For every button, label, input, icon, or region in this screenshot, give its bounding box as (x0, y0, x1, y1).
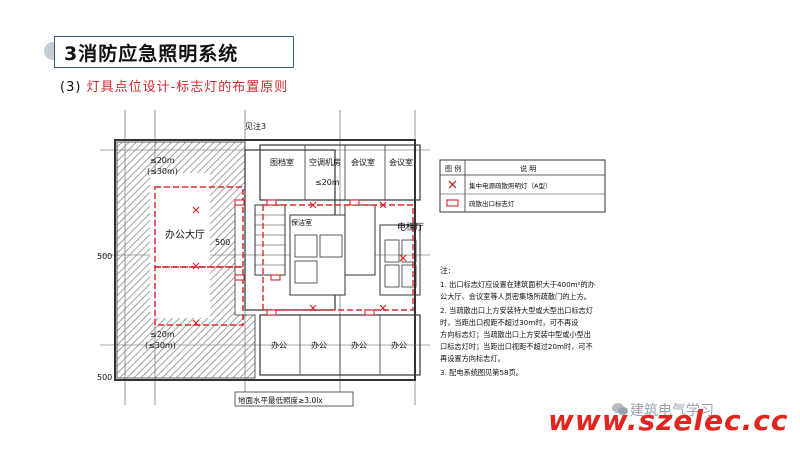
note-line-0: 1. 出口标志灯应设置在建筑面积大于400m²的办 (440, 280, 595, 289)
office-label-2: 办公 (351, 340, 367, 350)
office-label-1: 办公 (311, 340, 327, 350)
note-line-3: 时，当距出口视距不超过30m时，可不再设 (440, 318, 578, 327)
room-label-1: 空调机房 (309, 157, 341, 167)
evac-zone-upper (154, 186, 244, 268)
section-subtitle: (3) 灯具点位设计-标志灯的布置原则 (60, 76, 288, 95)
room-label-3: 会议室 (389, 157, 413, 167)
legend-item-1: 疏散出口标志灯 (469, 199, 515, 208)
outer-wall (114, 139, 416, 381)
dim-20-top: ≤20m (150, 156, 175, 165)
room-label-0: 图档室 (270, 157, 294, 167)
legend-col-desc: 说 明 (520, 164, 536, 173)
elevator-hall-label: 电梯厅 (397, 221, 424, 233)
corridor-route (262, 204, 414, 311)
office-hall-label: 办公大厅 (165, 228, 205, 241)
note-line-2: 2. 当疏散出口上方安装特大型或大型出口标志灯 (440, 306, 593, 315)
note-line-6: 再设置方向标志灯。 (440, 354, 505, 363)
dim-30-left: (≤30m) (145, 341, 176, 350)
note-line-7: 3. 配电系统图见第58页。 (440, 368, 523, 377)
notes-heading: 注: (440, 265, 451, 275)
evac-zone-lower (154, 266, 244, 326)
wechat-icon (612, 403, 628, 415)
office-label-3: 办公 (391, 340, 407, 350)
elevator-bank (379, 224, 421, 296)
x-icon (448, 180, 457, 189)
exit-sign-icon (446, 199, 459, 207)
watermark-subtitle: 建筑电气学习 (630, 403, 714, 419)
watermark-url: www.szelec.cc (548, 404, 789, 437)
note-line-4: 方向标志灯；当疏散出口上方安装中型或小型出 (440, 330, 591, 339)
page-title: 3消防应急照明系统 (64, 43, 239, 65)
exit-signs (234, 199, 375, 316)
section-subtitle-text: 灯具点位设计-标志灯的布置原则 (86, 80, 289, 95)
legend-col-icon: 图 例 (445, 164, 461, 173)
dim-30-top: (≤30m) (147, 167, 178, 176)
cleaning-label: 保洁室 (291, 218, 312, 227)
office-label-0: 办公 (271, 340, 287, 350)
legend-item-0: 集中电源疏散照明灯（A型） (469, 181, 551, 190)
note-line-5: 口标志灯时；当距出口视距不超过20m时，可不 (440, 342, 593, 351)
floor-plan-diagram: 见注3 图档室 空调机房 会议室 会议室 办公大厅 电梯厅 保洁室 办公 办公 … (97, 110, 606, 407)
dim-500-c: 500 (97, 373, 112, 382)
stair-left (254, 204, 286, 276)
section-number: (3) (60, 80, 82, 95)
top-rooms (259, 144, 421, 201)
dim-20-mid: ≤20m (315, 178, 340, 187)
dim-500-a: 500 (215, 238, 230, 247)
notes-block: 注: 1. 出口标志灯应设置在建筑面积大于400m²的办 公大厅、会议室等人员密… (440, 265, 595, 377)
dim-500-b: 500 (97, 252, 112, 261)
note-line-1: 公大厅、会议室等人员密集场所疏散门的上方。 (440, 292, 591, 301)
header-box (54, 36, 294, 68)
dim-20-left: ≤20m (150, 330, 175, 339)
emergency-lights (192, 201, 407, 327)
stair-right (344, 204, 376, 276)
room-label-2: 会议室 (351, 157, 375, 167)
floor-lux-label: 地面水平最低照度≥3.0lx (238, 395, 323, 405)
legend-table: 图 例 说 明 集中电源疏散照明灯（A型） 疏散出口标志灯 (439, 159, 606, 213)
see-note-label: 见注3 (245, 121, 266, 131)
